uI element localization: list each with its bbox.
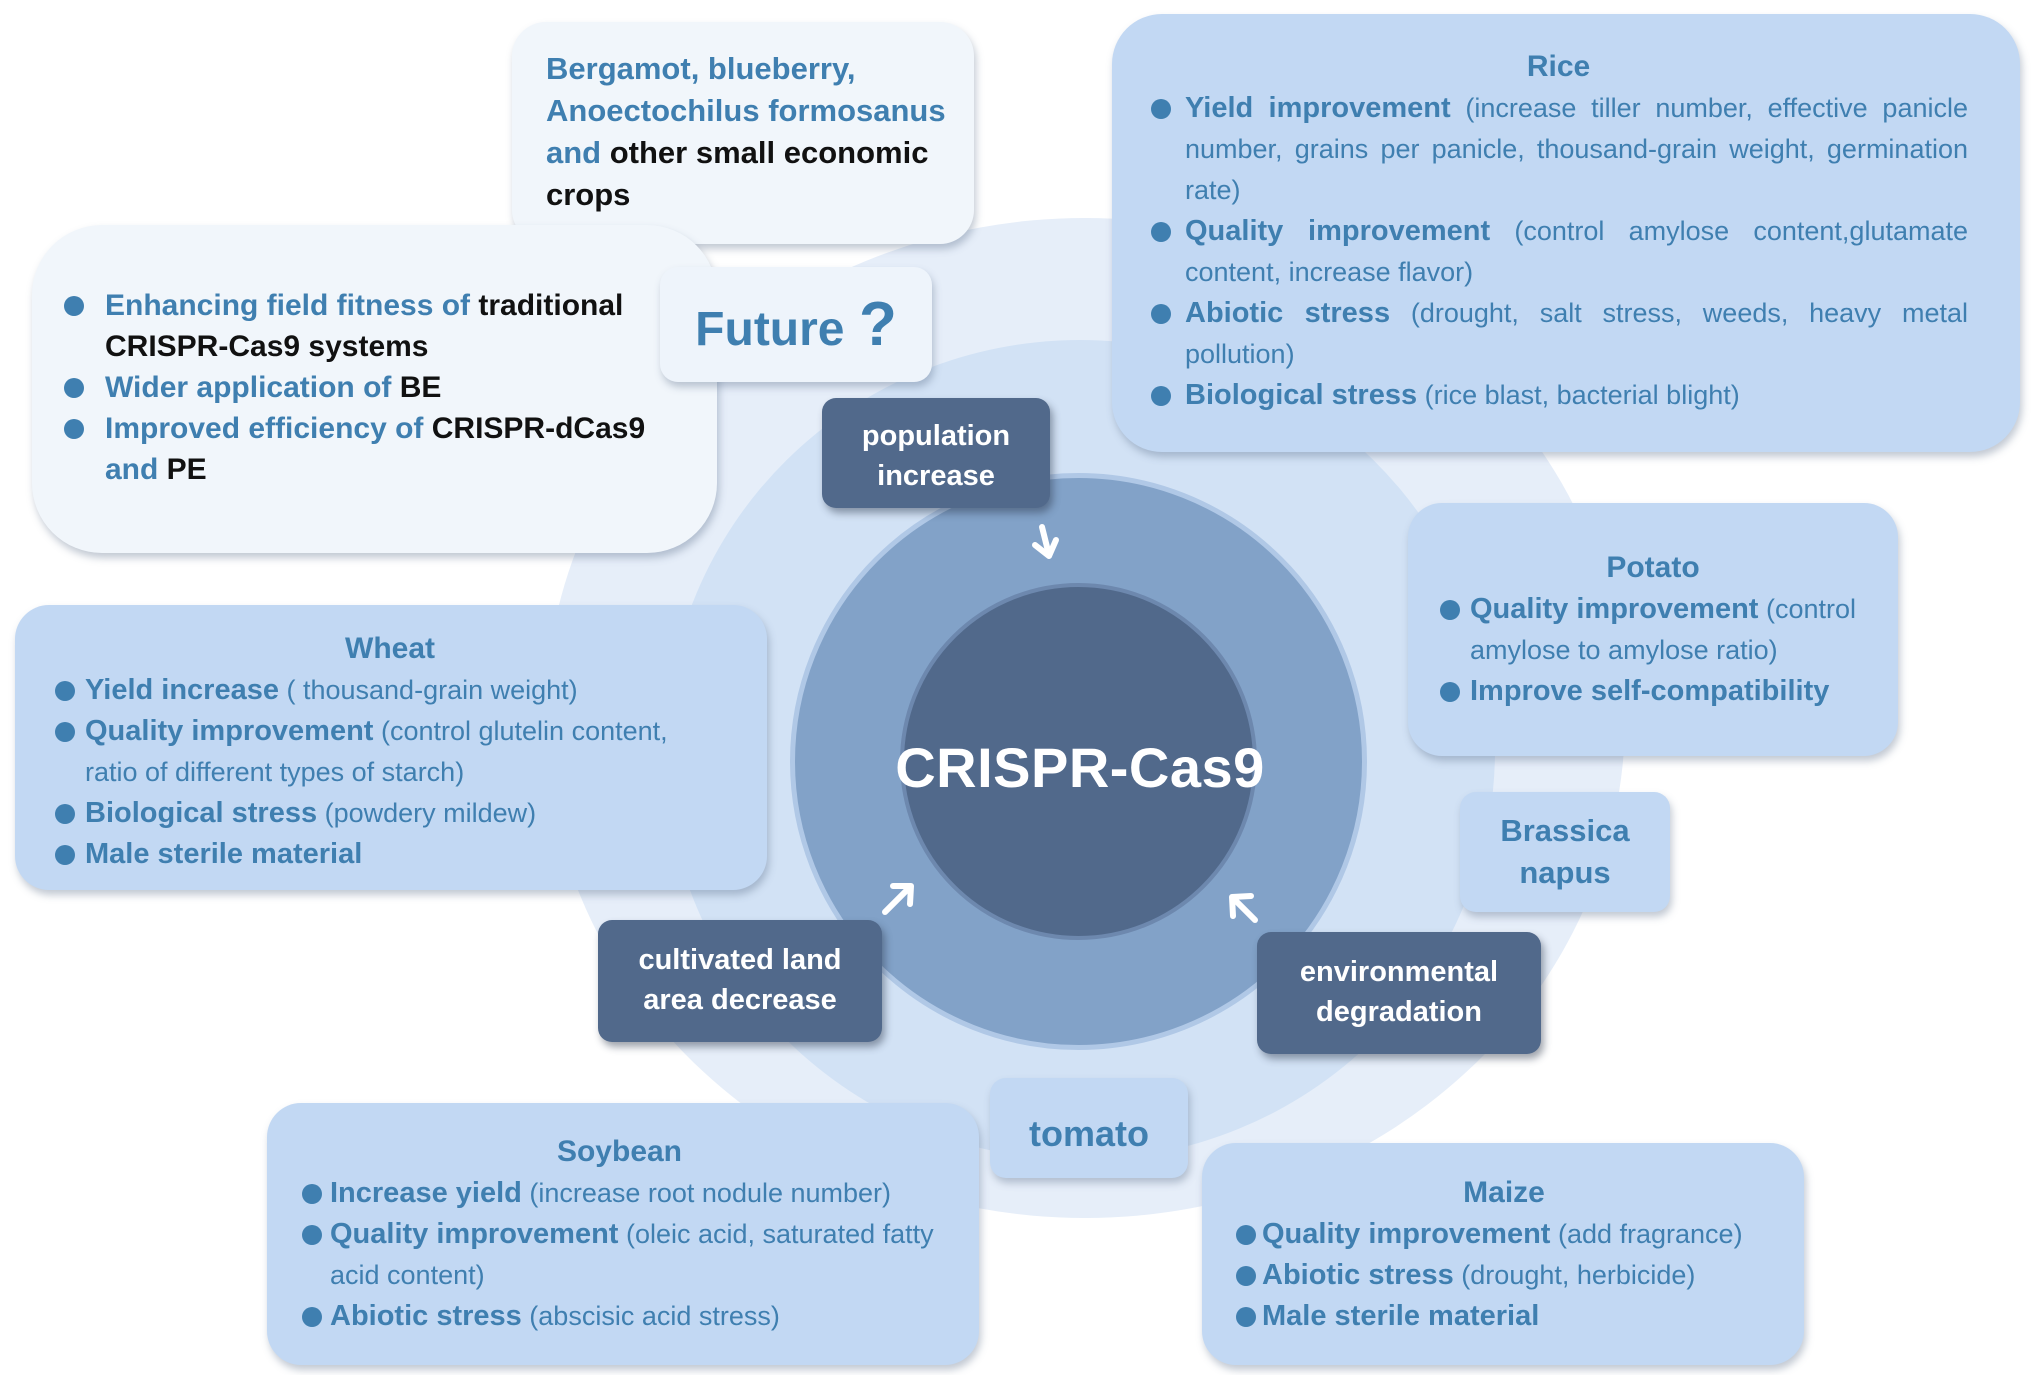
rice-item: Biological stress (rice blast, bacterial… <box>1149 375 1968 416</box>
future-box: Enhancing field fitness of traditional C… <box>32 225 717 553</box>
rice-title: Rice <box>1526 50 1591 83</box>
cultivated-land-label: cultivated land area decrease <box>638 944 842 1016</box>
core-circle <box>900 583 1257 940</box>
rice-item: Abiotic stress (drought, salt stress, we… <box>1149 293 1968 375</box>
small-crops-box: Bergamot, blueberry, Anoectochilus formo… <box>512 22 974 244</box>
arrow-down-icon <box>1032 524 1059 559</box>
brassica-napus-box: Brassica napus <box>1460 792 1670 912</box>
soybean-item: Abiotic stress (abscisic acid stress) <box>300 1296 939 1337</box>
future-item: Enhancing field fitness of traditional C… <box>62 285 695 367</box>
rice-item: Quality improvement (control amylose con… <box>1149 211 1968 293</box>
future-item: Improved efficiency of CRISPR-dCas9 and … <box>62 408 687 490</box>
wheat-item: Yield increase ( thousand-grain weight) <box>53 670 727 711</box>
crispr-cas9-label: CRISPR-Cas9 <box>895 736 1265 799</box>
future-item: Wider application of BE <box>62 367 687 408</box>
tomato-box: tomato <box>990 1078 1188 1178</box>
question-mark: ? <box>858 290 897 359</box>
wheat-item: Biological stress (powdery mildew) <box>53 793 727 834</box>
cultivated-land-box: cultivated land area decrease <box>598 920 882 1042</box>
wheat-item: Male sterile material <box>53 834 727 875</box>
maize-item: Abiotic stress (drought, herbicide) <box>1234 1255 1774 1296</box>
potato-title: Potato <box>1606 551 1700 584</box>
arrow-up-right-icon <box>882 883 914 915</box>
future-label-box: Future ? <box>660 267 932 382</box>
soybean-item: Increase yield (increase root nodule num… <box>300 1173 939 1214</box>
soybean-box: Soybean Increase yield (increase root no… <box>267 1103 979 1365</box>
wheat-title: Wheat <box>345 632 435 665</box>
potato-item: Quality improvement (control amylose to … <box>1438 589 1868 671</box>
small-crops-text: Bergamot, blueberry, Anoectochilus formo… <box>546 51 946 212</box>
potato-box: Potato Quality improvement (control amyl… <box>1408 503 1898 756</box>
rice-box: Rice Yield improvement (increase tiller … <box>1112 14 2020 452</box>
wheat-item: Quality improvement (control glutelin co… <box>53 711 727 793</box>
soybean-item: Quality improvement (oleic acid, saturat… <box>300 1214 939 1296</box>
brassica-napus-label: Brassica napus <box>1500 813 1630 890</box>
soybean-title: Soybean <box>556 1135 683 1168</box>
wheat-box: Wheat Yield increase ( thousand-grain we… <box>15 605 767 890</box>
environmental-degradation-label: environmental degradation <box>1299 956 1499 1028</box>
maize-title: Maize <box>1463 1176 1545 1209</box>
future-label: Future <box>695 303 845 356</box>
rice-item: Yield improvement (increase tiller numbe… <box>1149 88 1968 211</box>
maize-box: Maize Quality improvement (add fragrance… <box>1202 1143 1804 1365</box>
maize-item: Quality improvement (add fragrance) <box>1234 1214 1774 1255</box>
population-increase-label: population increase <box>861 420 1011 492</box>
potato-item: Improve self-compatibility <box>1438 671 1868 712</box>
arrow-up-left-icon <box>1229 893 1258 923</box>
population-increase-box: population increase <box>822 398 1050 508</box>
environmental-degradation-box: environmental degradation <box>1257 932 1541 1054</box>
tomato-label: tomato <box>1029 1113 1149 1154</box>
maize-item: Male sterile material <box>1234 1296 1774 1337</box>
